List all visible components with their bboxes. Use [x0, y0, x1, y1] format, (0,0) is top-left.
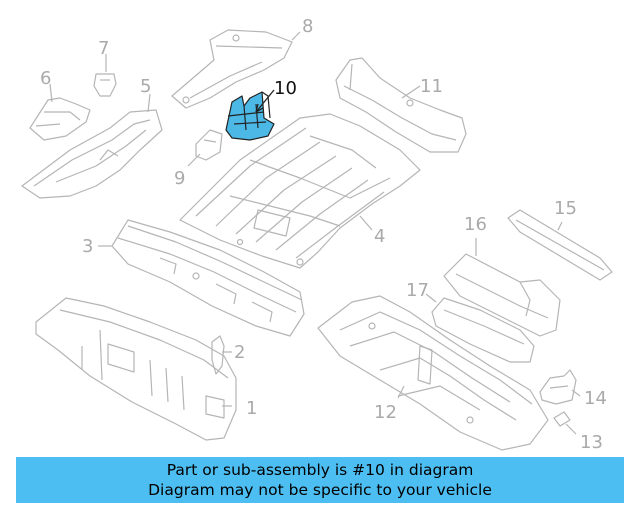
part-11-crossmember: [335, 57, 467, 153]
callout-5: 5: [140, 76, 151, 97]
callout-2: 2: [234, 342, 245, 363]
callout-7: 7: [98, 38, 109, 59]
part-4-floor: [179, 113, 421, 269]
callout-10: 10: [274, 78, 297, 99]
part-17-rail: [431, 297, 535, 363]
callout-1: 1: [246, 398, 257, 419]
callout-9: 9: [174, 168, 185, 189]
part-13-piece: [553, 411, 571, 427]
callout-6: 6: [40, 68, 51, 89]
part-5-rail: [21, 109, 163, 199]
part-12-floor: [317, 295, 549, 451]
callout-leaders: [49, 31, 581, 435]
callout-4: 4: [374, 226, 385, 247]
part-7-clip: [93, 73, 117, 97]
callout-12: 12: [374, 402, 397, 423]
callout-17: 17: [406, 280, 429, 301]
info-banner: Part or sub-assembly is #10 in diagram D…: [16, 457, 624, 503]
callout-3: 3: [82, 236, 93, 257]
part-6-bracket: [29, 97, 91, 141]
callout-8: 8: [302, 16, 313, 37]
part-1-crossmember: [35, 297, 237, 441]
callout-numbers: 6 7 5 8 9 11 4 3 2 1 15 16 17 12 14 13: [40, 16, 607, 453]
callout-leader-10: [255, 89, 275, 113]
part-15-strip: [507, 209, 613, 281]
part-16-bracket: [443, 253, 561, 337]
part-8-panel: [171, 29, 293, 109]
callout-16: 16: [464, 214, 487, 235]
part-9-bracket: [195, 129, 223, 161]
part-2-piece: [211, 335, 225, 375]
callout-11: 11: [420, 76, 443, 97]
callout-13: 13: [580, 432, 603, 453]
banner-line-2: Diagram may not be specific to your vehi…: [148, 481, 492, 499]
callout-14: 14: [584, 388, 607, 409]
callout-15: 15: [554, 198, 577, 219]
banner-line-1: Part or sub-assembly is #10 in diagram: [166, 461, 474, 479]
part-3-crossmember: [111, 219, 305, 337]
part-14-bracket: [539, 369, 577, 405]
